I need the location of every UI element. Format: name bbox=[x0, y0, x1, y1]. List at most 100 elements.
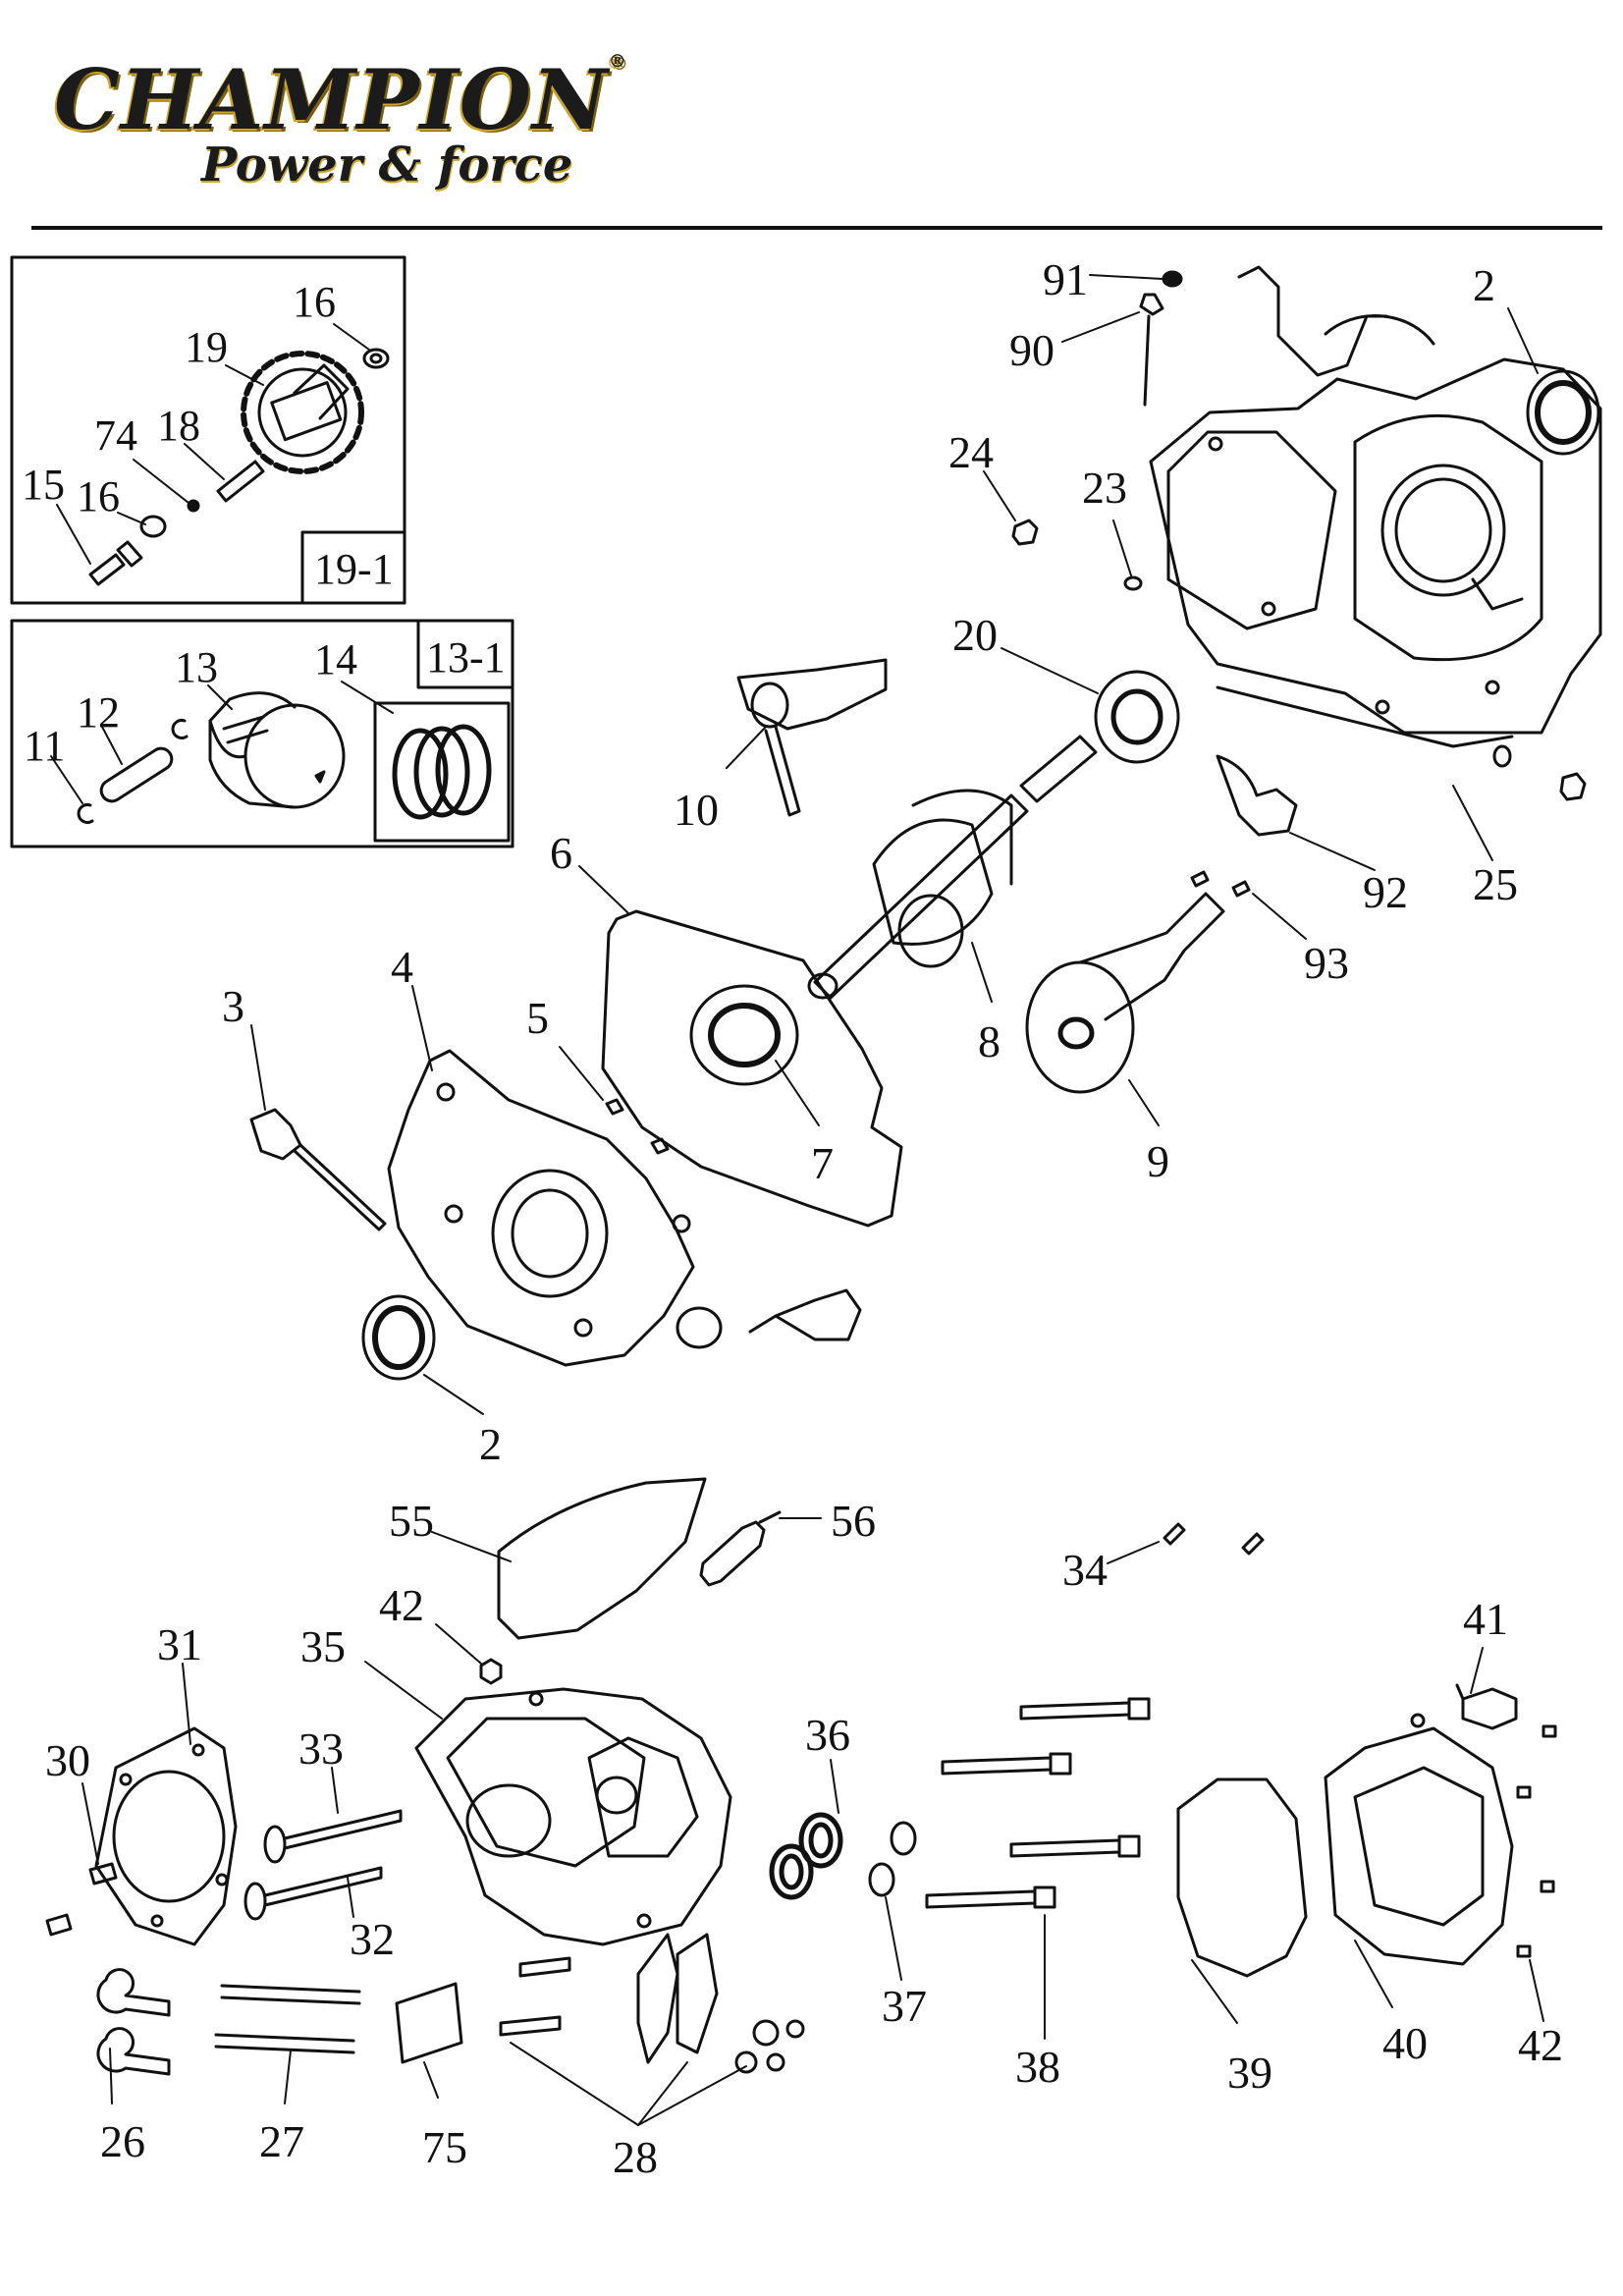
label-25: 25 bbox=[1473, 859, 1518, 909]
part-74-pin bbox=[187, 499, 200, 513]
part-40-valve-cover bbox=[1324, 1713, 1514, 1966]
label-i16b: 16 bbox=[77, 472, 120, 520]
label-30: 30 bbox=[45, 1735, 90, 1785]
inset-19-1-tag-box bbox=[300, 530, 406, 605]
label-41: 41 bbox=[1463, 1594, 1508, 1644]
inset-19-1-frame bbox=[10, 255, 406, 605]
label-36: 36 bbox=[805, 1710, 850, 1760]
label-35: 35 bbox=[300, 1621, 346, 1671]
part-38-head-bolts bbox=[925, 1697, 1151, 1909]
inset-19-1-tag: 19-1 bbox=[314, 545, 394, 593]
inset-13-1: 13-1 14 13 12 11 bbox=[10, 619, 514, 848]
label-i19: 19 bbox=[185, 323, 228, 371]
part-8-crankshaft bbox=[807, 735, 1098, 1000]
part-9-camshaft bbox=[1025, 892, 1225, 1094]
part-93-screws bbox=[1190, 870, 1251, 898]
label-32: 32 bbox=[350, 1914, 395, 1964]
upper-leader-lines bbox=[250, 274, 1539, 1415]
part-4-crankcase-cover bbox=[387, 1049, 723, 1367]
part-12-piston-pin bbox=[99, 746, 174, 803]
part-90-sensor-wire bbox=[1139, 293, 1164, 407]
label-38: 38 bbox=[1015, 2042, 1060, 2092]
part-31-head-gasket bbox=[94, 1726, 238, 1946]
label-4: 4 bbox=[391, 942, 413, 992]
part-7-oil-seal bbox=[689, 984, 799, 1086]
brand-tagline: Power & force bbox=[201, 137, 573, 192]
label-34: 34 bbox=[1062, 1545, 1108, 1595]
part-30-dowel-pins bbox=[45, 1862, 118, 1937]
part-3-oil-dipstick bbox=[249, 1108, 387, 1231]
part-37-retainers bbox=[868, 1821, 917, 1897]
label-37: 37 bbox=[882, 1981, 927, 2031]
label-28: 28 bbox=[613, 2132, 658, 2182]
label-i14: 14 bbox=[314, 635, 357, 683]
part-42-cover-bolts bbox=[1516, 1724, 1557, 1958]
part-36-valve-springs bbox=[769, 1812, 843, 1900]
label-90: 90 bbox=[1009, 325, 1055, 375]
label-42-bottom: 42 bbox=[1518, 2020, 1563, 2070]
part-2-oil-seal-bottom bbox=[361, 1294, 436, 1381]
part-18-shaft bbox=[216, 460, 265, 503]
part-91-nut bbox=[1162, 270, 1183, 288]
part-14-piston-rings bbox=[392, 724, 492, 820]
part-5-dowel-pins bbox=[605, 1098, 670, 1155]
label-75: 75 bbox=[422, 2122, 467, 2172]
registered-mark: ® bbox=[608, 51, 627, 72]
label-42-top: 42 bbox=[379, 1580, 424, 1630]
label-93: 93 bbox=[1304, 938, 1349, 988]
label-6: 6 bbox=[550, 828, 572, 878]
piston-rings-box bbox=[373, 701, 511, 843]
part-41-breather bbox=[1455, 1683, 1518, 1730]
part-23-washer bbox=[1123, 575, 1143, 591]
part-39-cover-gasket bbox=[1176, 1777, 1308, 1978]
part-19-governor-gear bbox=[241, 351, 364, 474]
part-10-connecting-rod bbox=[736, 658, 888, 817]
label-31: 31 bbox=[157, 1619, 202, 1669]
label-33: 33 bbox=[298, 1723, 344, 1774]
header-rule bbox=[31, 226, 1602, 230]
part-55-shield bbox=[497, 1477, 707, 1640]
brand-name: CHAMPION® bbox=[54, 51, 627, 148]
label-24: 24 bbox=[948, 427, 994, 477]
part-2-oil-seal-top bbox=[1526, 369, 1600, 456]
label-3: 3 bbox=[222, 981, 244, 1031]
part-92-oil-sensor bbox=[1216, 754, 1298, 837]
label-i13: 13 bbox=[175, 643, 218, 691]
label-8: 8 bbox=[978, 1016, 1001, 1066]
label-92: 92 bbox=[1363, 867, 1408, 917]
part-20-bearing bbox=[1094, 670, 1180, 764]
drain-plug bbox=[1559, 772, 1587, 801]
brand-logo: CHAMPION® Power & force bbox=[54, 51, 626, 198]
label-i12: 12 bbox=[77, 688, 120, 737]
label-2-bottom: 2 bbox=[479, 1419, 502, 1469]
part-42-bolt-shield bbox=[479, 1658, 503, 1685]
part-34-studs bbox=[1163, 1522, 1265, 1556]
label-i11: 11 bbox=[24, 722, 65, 770]
part-27-push-rods bbox=[214, 1984, 361, 2054]
label-27: 27 bbox=[259, 2116, 304, 2166]
label-5: 5 bbox=[526, 993, 549, 1043]
label-40: 40 bbox=[1382, 2018, 1428, 2068]
inset-13-1-tag-box bbox=[416, 619, 514, 689]
label-i74: 74 bbox=[94, 411, 137, 460]
part-16-washer bbox=[362, 348, 390, 369]
part-28-rocker-arms bbox=[499, 1933, 805, 2074]
label-7: 7 bbox=[811, 1138, 834, 1188]
drain-washer bbox=[1492, 744, 1512, 768]
part-13-piston bbox=[208, 691, 346, 809]
part-25-crankcase bbox=[1149, 265, 1602, 748]
label-i15: 15 bbox=[22, 461, 65, 509]
part-26-tappets bbox=[96, 1968, 171, 2076]
label-39: 39 bbox=[1227, 2048, 1272, 2098]
part-24-plug bbox=[1011, 519, 1039, 546]
label-9: 9 bbox=[1147, 1136, 1169, 1186]
oil-filler-cap bbox=[748, 1288, 862, 1341]
inset-19-1: 19-1 16 19 74 18 15 16 bbox=[10, 255, 406, 605]
part-75-guide-plate bbox=[395, 1982, 463, 2064]
lower-leader-lines bbox=[81, 1517, 1544, 2126]
part-15-bolt bbox=[88, 540, 143, 586]
label-10: 10 bbox=[674, 785, 719, 835]
label-26: 26 bbox=[100, 2116, 145, 2166]
inset-13-1-tag: 13-1 bbox=[426, 633, 506, 682]
label-55: 55 bbox=[389, 1496, 434, 1546]
